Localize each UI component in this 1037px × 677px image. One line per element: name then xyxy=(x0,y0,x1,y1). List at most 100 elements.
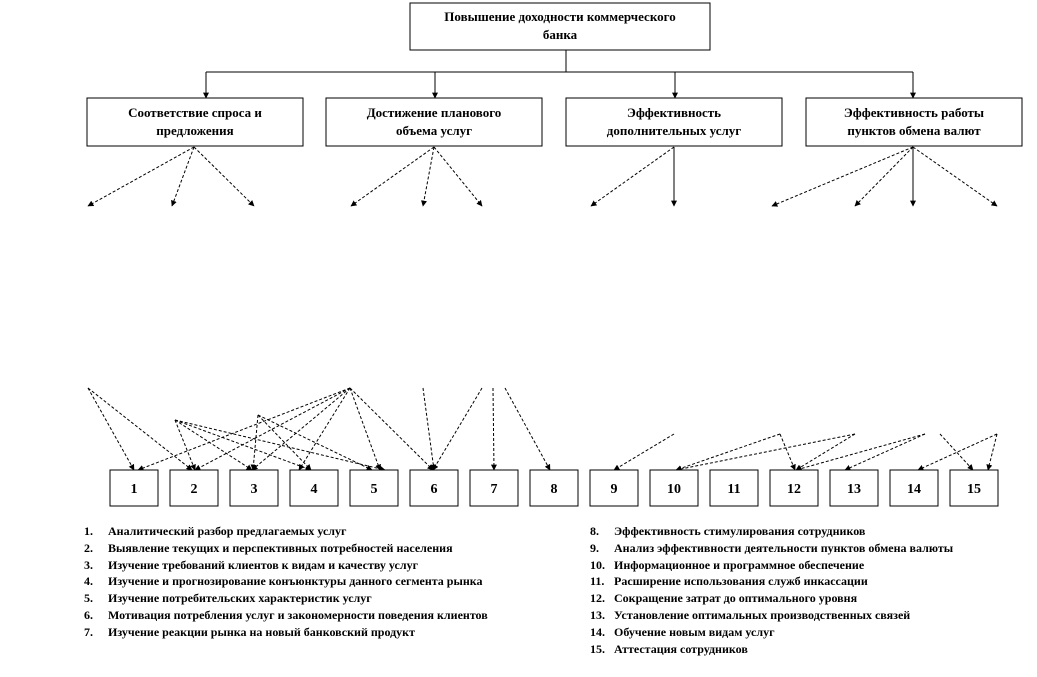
cross-arrow-4 xyxy=(174,419,253,471)
number-boxes: 1 2 3 4 5 6 7 8 xyxy=(109,469,999,507)
number-label-2: 2 xyxy=(191,482,198,497)
category-node-3: Эффективность дополнительных услуг xyxy=(565,97,783,147)
legend-item-1: 1.Аналитический разбор предлагаемых услу… xyxy=(84,523,488,540)
legend-item-11-num: 11. xyxy=(590,574,605,589)
cross-arrow-29 xyxy=(986,433,998,471)
cross-arrow-20 xyxy=(613,433,675,471)
cross-arrow-9 xyxy=(257,414,373,471)
legend-item-10: 10.Информационное и программное обеспече… xyxy=(590,557,953,574)
category-box-3 xyxy=(565,97,783,147)
number-box-11 xyxy=(709,469,759,507)
category-node-1: Соответствие спроса и предложения xyxy=(86,97,304,147)
legend-item-6-num: 6. xyxy=(84,607,93,622)
number-label-4: 4 xyxy=(311,482,318,497)
legend-item-4: 4.Изучение и прогнозирование конъюнктуры… xyxy=(84,573,488,590)
number-box-15 xyxy=(949,469,999,507)
legend-item-3: 3.Изучение требований клиентов к видам и… xyxy=(84,557,488,574)
cross-arrow-23 xyxy=(675,433,856,472)
number-label-8: 8 xyxy=(551,482,558,497)
category-1-line-2: предложения xyxy=(156,123,233,138)
cross-arrow-17 xyxy=(432,387,483,471)
number-node-15: 15 xyxy=(949,469,999,507)
legend-item-6-text: Мотивация потребления услуг и закономерн… xyxy=(108,607,488,622)
title-box xyxy=(409,2,711,51)
title-connectors xyxy=(203,50,916,99)
legend-item-3-num: 3. xyxy=(84,557,93,572)
category-4-line-2: пунктов обмена валют xyxy=(847,123,981,138)
number-node-5: 5 xyxy=(349,469,399,507)
legend-item-13-text: Установление оптимальных производственны… xyxy=(614,607,911,622)
number-box-10 xyxy=(649,469,699,507)
number-label-6: 6 xyxy=(431,482,438,497)
number-node-13: 13 xyxy=(829,469,879,507)
cross-arrow-22 xyxy=(779,433,796,471)
cross-arrow-14 xyxy=(349,387,381,471)
cross-arrow-15 xyxy=(349,387,434,471)
number-label-12: 12 xyxy=(787,482,801,497)
legend-item-12-text: Сокращение затрат до оптимального уровня xyxy=(614,591,858,606)
fan-arrow-2a xyxy=(350,146,435,207)
legend-item-12: 12.Сокращение затрат до оптимального уро… xyxy=(590,590,953,607)
legend-item-10-num: 10. xyxy=(590,557,605,572)
cross-arrow-26 xyxy=(844,433,926,471)
legend-item-1-num: 1. xyxy=(84,524,93,538)
legend-right: 8.Эффективность стимулирования сотрудник… xyxy=(590,523,953,657)
cross-arrow-28 xyxy=(917,433,998,471)
legend-item-11: 11.Расширение использования служб инкасс… xyxy=(590,573,953,590)
legend-item-4-text: Изучение и прогнозирование конъюнктуры д… xyxy=(108,574,483,589)
number-label-15: 15 xyxy=(967,482,981,497)
number-box-8 xyxy=(529,469,579,507)
legend-item-6: 6. Мотивация потребления услуг и закономе… xyxy=(84,607,488,624)
legend-item-14-text: Обучение новым видам услуг xyxy=(614,624,775,639)
legend-item-5-num: 5. xyxy=(84,591,93,606)
cross-arrow-19 xyxy=(504,387,551,471)
number-node-12: 12 xyxy=(769,469,819,507)
number-node-6: 6 xyxy=(409,469,459,507)
crossing-arrows xyxy=(87,387,998,472)
legend-item-8: 8.Эффективность стимулирования сотрудник… xyxy=(590,523,953,540)
cross-arrow-24 xyxy=(795,433,856,471)
number-node-14: 14 xyxy=(889,469,939,507)
fan-arrow-2c xyxy=(433,146,483,207)
cross-arrow-27 xyxy=(939,433,974,471)
legend-item-7: 7.Изучение реакции рынка на новый банков… xyxy=(84,624,488,641)
number-label-11: 11 xyxy=(727,482,740,497)
cross-arrow-21 xyxy=(675,433,781,472)
category-3-fan xyxy=(590,146,677,207)
number-label-3: 3 xyxy=(251,482,258,497)
legend-item-9-text: Анализ эффективности деятельности пункто… xyxy=(614,540,954,555)
legend-item-2-text: Выявление текущих и перспективных потреб… xyxy=(108,540,453,555)
legend-item-5-text: Изучение потребительских характеристик у… xyxy=(108,591,372,606)
number-node-2: 2 xyxy=(169,469,219,507)
number-label-13: 13 xyxy=(847,482,861,497)
cross-arrow-6 xyxy=(174,419,386,472)
number-box-5 xyxy=(349,469,399,507)
legend-item-15: 15.Аттестация сотрудников xyxy=(590,641,953,658)
legend-item-13: 13.Установление оптимальных производстве… xyxy=(590,607,953,624)
number-label-1: 1 xyxy=(131,482,138,497)
fan-arrow-1c xyxy=(193,146,255,207)
number-box-4 xyxy=(289,469,339,507)
number-node-4: 4 xyxy=(289,469,339,507)
number-node-1: 1 xyxy=(109,469,159,507)
number-node-8: 8 xyxy=(529,469,579,507)
cross-arrow-25 xyxy=(795,433,926,472)
category-4-fan xyxy=(771,146,998,207)
category-node-2: Достижение планового объема услуг xyxy=(325,97,543,147)
cross-arrow-10 xyxy=(137,387,351,471)
category-3-line-1: Эффективность xyxy=(627,105,721,120)
cross-arrow-1 xyxy=(87,387,135,471)
category-1-line-1: Соответствие спроса и xyxy=(128,105,262,120)
legend-item-7-num: 7. xyxy=(84,624,93,639)
legend-left: 1.Аналитический разбор предлагаемых услу… xyxy=(84,523,488,641)
number-box-6 xyxy=(409,469,459,507)
legend-item-15-num: 15. xyxy=(590,641,605,656)
legend-item-8-num: 8. xyxy=(590,524,599,538)
number-node-11: 11 xyxy=(709,469,759,507)
number-label-7: 7 xyxy=(491,482,498,497)
number-node-10: 10 xyxy=(649,469,699,507)
legend-item-5: 5. Изучение потребительских характеристик… xyxy=(84,590,488,607)
legend-item-2-num: 2. xyxy=(84,540,93,555)
number-box-9 xyxy=(589,469,639,507)
